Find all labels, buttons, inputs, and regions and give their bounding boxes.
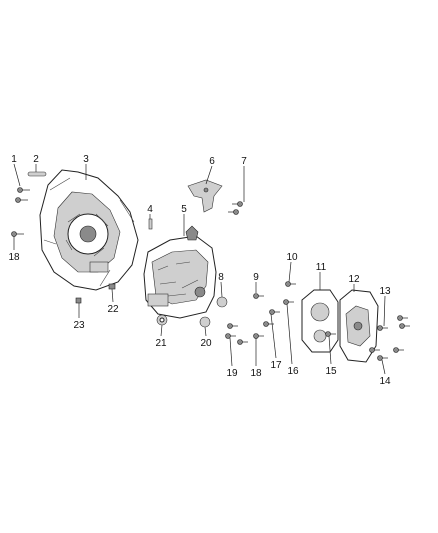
dowel-4 — [148, 218, 153, 230]
nut-23 — [75, 297, 82, 304]
bolts — [11, 187, 410, 361]
end-cover — [339, 289, 379, 363]
plug-22 — [108, 283, 116, 290]
callout-1: 1 — [11, 154, 17, 165]
callout-21: 21 — [155, 338, 167, 349]
callout-20: 20 — [200, 338, 212, 349]
callout-9: 9 — [253, 272, 259, 283]
bell-housing — [39, 169, 139, 291]
callout-5: 5 — [181, 204, 187, 215]
seal-21 — [156, 314, 168, 326]
callout-10: 10 — [286, 252, 298, 263]
callout-13: 13 — [379, 286, 391, 297]
seal-20 — [199, 316, 211, 328]
callout-7: 7 — [241, 156, 247, 167]
transmission-case — [143, 225, 217, 319]
callout-15: 15 — [325, 366, 337, 377]
callout-6: 6 — [209, 156, 215, 167]
gasket-plate — [301, 289, 339, 353]
callout-17: 17 — [270, 360, 282, 371]
callout-23: 23 — [73, 320, 85, 331]
bracket — [187, 179, 223, 213]
callout-18-right: 18 — [250, 368, 262, 379]
pin-2 — [27, 171, 47, 177]
leader-lines — [13, 163, 386, 375]
callout-16: 16 — [287, 366, 299, 377]
callout-18-left: 18 — [8, 252, 20, 263]
callout-14: 14 — [379, 376, 391, 387]
callout-2: 2 — [33, 154, 39, 165]
bushing-8 — [216, 296, 228, 308]
callout-8: 8 — [218, 272, 224, 283]
callout-19: 19 — [226, 368, 238, 379]
callout-22: 22 — [107, 304, 119, 315]
callout-labels: 1 2 3 4 5 6 7 8 9 10 11 12 13 14 15 16 1… — [8, 154, 391, 387]
callout-11: 11 — [316, 262, 327, 273]
callout-4: 4 — [147, 204, 153, 215]
callout-3: 3 — [83, 154, 89, 165]
callout-12: 12 — [348, 274, 360, 285]
